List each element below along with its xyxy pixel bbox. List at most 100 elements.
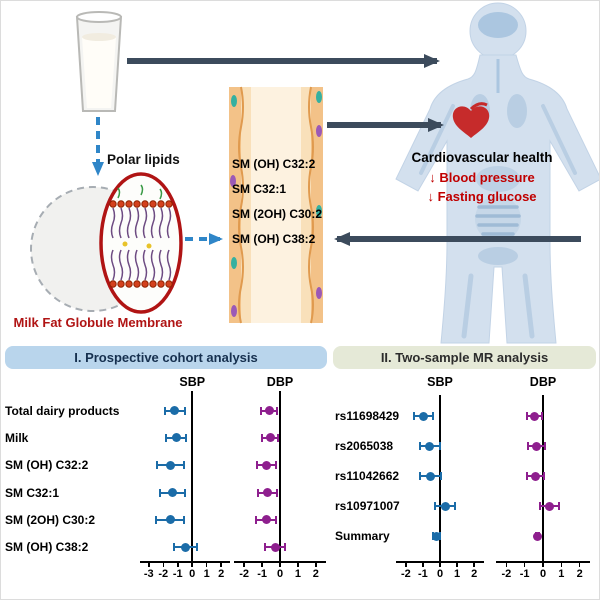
axis-tick: [542, 562, 544, 567]
ci-cap-high: [432, 412, 435, 420]
blood-vessel-icon: [229, 86, 323, 324]
axis-tick-label: 0: [436, 568, 444, 580]
top-illustration: SM (OH) C32:2 SM C32:1 SM (2OH) C30:2 SM…: [13, 2, 599, 344]
axis-tick-label: -3: [143, 568, 154, 580]
estimate-dot: [168, 488, 178, 498]
ci-cap-low: [254, 515, 257, 524]
estimate-dot: [170, 406, 180, 416]
estimate-dot: [426, 471, 436, 481]
ci-cap-high: [454, 502, 457, 510]
ci-cap-high: [182, 461, 185, 470]
sm-species-label: SM C32:1: [232, 182, 286, 196]
ci-cap-low: [256, 488, 259, 497]
x-axis: [140, 561, 230, 563]
milk-glass-icon: [75, 11, 123, 112]
lung-icon: [507, 94, 527, 128]
estimate-dot: [419, 411, 429, 421]
stomach-icon: [476, 166, 520, 192]
estimate-dot: [265, 433, 275, 443]
axis-tick: [439, 562, 441, 567]
ci-cap-low: [418, 442, 421, 450]
axis-tick: [205, 562, 208, 567]
axis-tick-label: 0: [276, 568, 284, 580]
estimate-dot: [531, 471, 541, 481]
forest-row-label: rs10971007: [335, 499, 400, 513]
heart-icon: [452, 106, 490, 138]
ci-cap-high: [275, 461, 278, 470]
ci-cap-high: [542, 472, 545, 480]
axis-title-dbp: DBP: [529, 375, 557, 389]
ci-cap-low: [433, 502, 436, 510]
ci-cap-high: [277, 433, 280, 442]
axis-tick-label: -2: [501, 568, 512, 580]
sm-species-label: SM (OH) C32:2: [232, 157, 316, 171]
ci-cap-high: [276, 488, 279, 497]
x-axis: [496, 561, 590, 563]
axis-tick-label: 1: [558, 568, 565, 580]
estimate-dot: [425, 441, 435, 451]
ci-cap-low: [156, 461, 159, 470]
axis-tick: [473, 562, 475, 567]
estimate-dot: [264, 406, 274, 416]
axis-title-sbp: SBP: [427, 375, 453, 389]
axis-tick-label: -2: [400, 568, 411, 580]
ci-cap-high: [276, 406, 279, 415]
membrane-ellipse-icon: [99, 172, 183, 314]
blood-pressure-effect: ↓ Blood pressure: [429, 170, 534, 185]
zero-reference-line: [279, 391, 281, 561]
ci-cap-low: [255, 461, 258, 470]
sm-species-label: SM (OH) C38:2: [232, 232, 316, 246]
pelvis-icon: [478, 247, 518, 265]
forest-row-label: rs11042662: [335, 469, 400, 483]
ci-cap-low: [419, 472, 422, 480]
axis-title-sbp: SBP: [179, 375, 206, 389]
ci-cap-low: [261, 433, 264, 442]
mfgm-label: Milk Fat Globule Membrane: [13, 315, 182, 330]
axis-tick-label: -1: [418, 568, 428, 580]
axis-title-dbp: DBP: [266, 375, 294, 389]
ci-cap-high: [541, 412, 544, 420]
estimate-dot: [262, 488, 272, 498]
polar-lipids-label: Polar lipids: [107, 152, 180, 167]
axis-tick: [422, 562, 424, 567]
ci-cap-low: [163, 406, 166, 415]
ci-cap-high: [557, 502, 560, 510]
axis-tick: [505, 562, 508, 567]
x-axis: [234, 561, 326, 563]
estimate-dot: [262, 460, 272, 470]
ci-cap-low: [173, 543, 176, 552]
cardio-health-title: Cardiovascular health: [411, 150, 552, 165]
axis-tick: [315, 562, 317, 567]
forest-row-label: SM (2OH) C30:2: [5, 512, 96, 527]
ci-cap-low: [260, 406, 263, 415]
axis-tick: [148, 562, 150, 567]
cohort-panel-header: I. Prospective cohort analysis: [5, 346, 327, 369]
ci-cap-high: [184, 406, 186, 415]
axis-tick: [578, 562, 581, 567]
estimate-dot: [530, 411, 540, 421]
forest-row-label: Total dairy products: [5, 403, 120, 418]
axis-tick-label: 1: [203, 568, 210, 580]
axis-tick-label: -1: [257, 568, 267, 580]
axis-tick: [297, 562, 299, 567]
axis-tick: [560, 562, 563, 567]
forest-row-label: SM (OH) C32:2: [5, 458, 89, 473]
zero-reference-line: [191, 391, 193, 561]
estimate-dot: [533, 531, 542, 541]
axis-tick: [456, 562, 458, 567]
axis-tick-label: 1: [294, 568, 301, 580]
ci-cap-low: [413, 412, 416, 420]
ci-cap-low: [263, 543, 266, 552]
forest-row-label: rs2065038: [335, 439, 394, 453]
axis-tick: [523, 562, 526, 567]
ci-cap-high: [543, 442, 546, 450]
axis-tick-label: -2: [239, 568, 250, 580]
x-axis: [396, 561, 484, 563]
axis-tick: [261, 562, 263, 567]
axis-tick: [191, 562, 193, 567]
forest-row-label: Milk: [5, 430, 29, 445]
axis-tick-label: 2: [312, 568, 319, 580]
estimate-dot: [166, 515, 176, 525]
estimate-dot: [440, 501, 450, 511]
